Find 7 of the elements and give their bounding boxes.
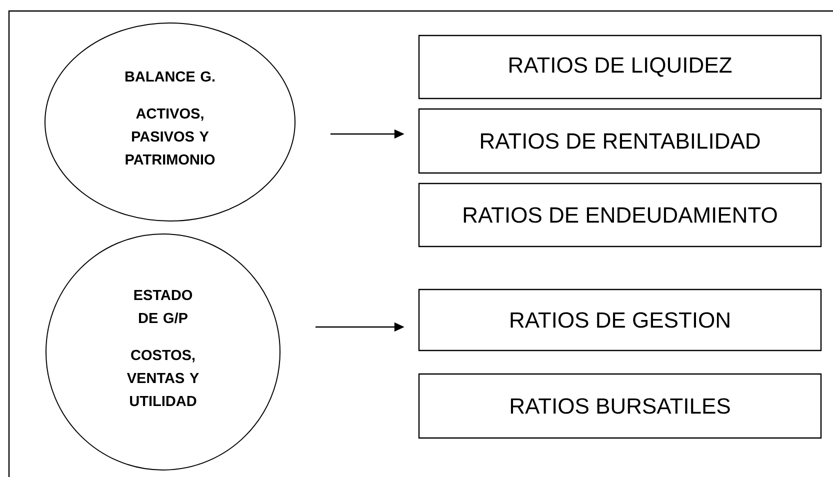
ratio-box: RATIOS DE RENTABILIDAD	[418, 108, 822, 174]
ratio-box: RATIOS BURSATILES	[418, 373, 822, 439]
ellipse-node: BALANCE G. ACTIVOS, PASIVOS Y PATRIMONIO	[44, 22, 296, 222]
ratio-box: RATIOS DE GESTION	[418, 288, 822, 352]
ellipse-node: ESTADO DE G/P COSTOS, VENTAS Y UTILIDAD	[46, 234, 280, 470]
ratio-box: RATIOS DE ENDEUDAMIENTO	[418, 182, 822, 248]
ratio-box: RATIOS DE LIQUIDEZ	[418, 34, 822, 100]
